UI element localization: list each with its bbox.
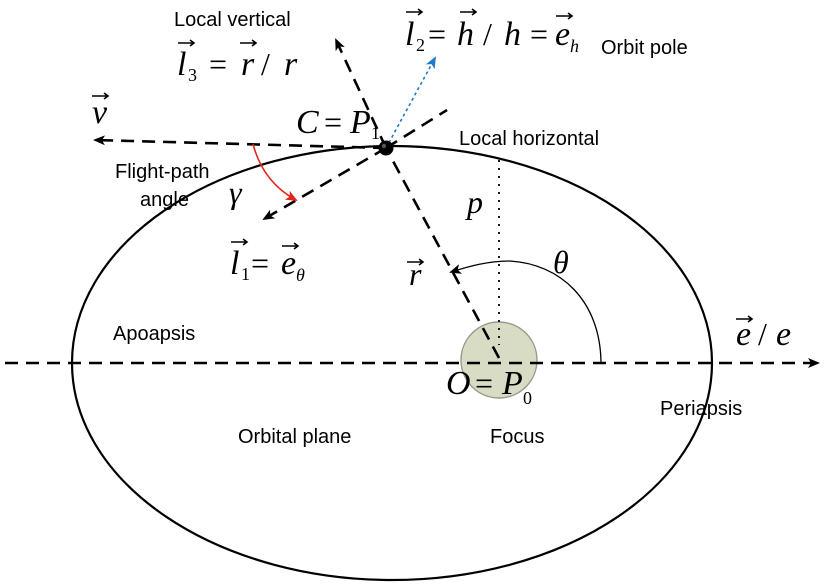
l1-equation: l 1 = e θ [230, 238, 305, 285]
svg-text:=: = [428, 16, 446, 52]
svg-text:1: 1 [371, 123, 380, 143]
svg-text:h: h [570, 36, 579, 56]
svg-text:=: = [251, 245, 269, 281]
gamma-symbol: γ [229, 174, 243, 210]
svg-text:=: = [209, 46, 227, 82]
velocity-vector-line [93, 135, 387, 150]
l1-vector-line [262, 146, 387, 221]
svg-text:2: 2 [416, 35, 425, 55]
svg-text:O: O [446, 365, 471, 402]
c-equals-p1: C = P 1 [296, 104, 380, 143]
svg-text:3: 3 [188, 65, 197, 85]
svg-text:l: l [177, 46, 186, 83]
svg-text:=: = [475, 365, 493, 401]
svg-text:e: e [736, 316, 751, 353]
svg-text:/: / [261, 46, 270, 82]
periapsis-label: Periapsis [660, 398, 742, 420]
true-anomaly-arc [449, 260, 602, 363]
flight-path-label-line1: Flight-path [115, 161, 210, 183]
v-symbol: v [92, 92, 110, 131]
spacecraft-highlight [381, 143, 387, 149]
svg-text:e: e [281, 245, 296, 282]
svg-text:/: / [483, 16, 492, 52]
svg-text:l: l [405, 16, 414, 53]
svg-text:h: h [504, 16, 521, 53]
svg-text:h: h [457, 16, 474, 53]
svg-text:=: = [324, 104, 342, 140]
svg-text:1: 1 [241, 264, 250, 284]
svg-text:r: r [284, 46, 298, 83]
o-equals-p0: O = P 0 [446, 365, 532, 408]
l2-equation: l 2 = h / h = e h [405, 8, 579, 56]
svg-text:v: v [92, 94, 108, 131]
svg-text:=: = [530, 16, 548, 52]
orbital-plane-label: Orbital plane [238, 426, 351, 448]
focus-label: Focus [490, 426, 544, 448]
spacecraft-marker [378, 140, 394, 156]
svg-text:/: / [758, 316, 767, 352]
p-symbol: p [465, 184, 483, 220]
flight-path-label-line2: angle [140, 189, 189, 211]
svg-text:e: e [555, 16, 570, 53]
r-vector-symbol: r [407, 256, 425, 292]
e-over-e: e / e [736, 315, 791, 353]
svg-text:C: C [296, 104, 319, 141]
svg-text:l: l [230, 245, 239, 282]
radius-line [384, 147, 501, 359]
flight-path-angle-arc [252, 143, 298, 201]
focus-body [460, 321, 538, 399]
svg-text:P: P [349, 104, 371, 141]
svg-text:θ: θ [296, 265, 305, 285]
svg-text:P: P [501, 365, 523, 402]
local-vertical-label: Local vertical [174, 9, 291, 31]
local-horizontal-line [385, 108, 448, 150]
local-horizontal-label: Local horizontal [459, 128, 599, 150]
apoapsis-label: Apoapsis [113, 323, 195, 345]
l3-equation: l 3 = r / r [177, 39, 298, 85]
svg-text:r: r [241, 46, 255, 83]
theta-symbol: θ [553, 244, 569, 280]
svg-text:0: 0 [523, 388, 532, 408]
svg-text:e: e [776, 316, 791, 353]
h-vector-line [385, 56, 436, 149]
orbit-pole-label: Orbit pole [601, 37, 688, 59]
svg-text:r: r [409, 256, 422, 292]
